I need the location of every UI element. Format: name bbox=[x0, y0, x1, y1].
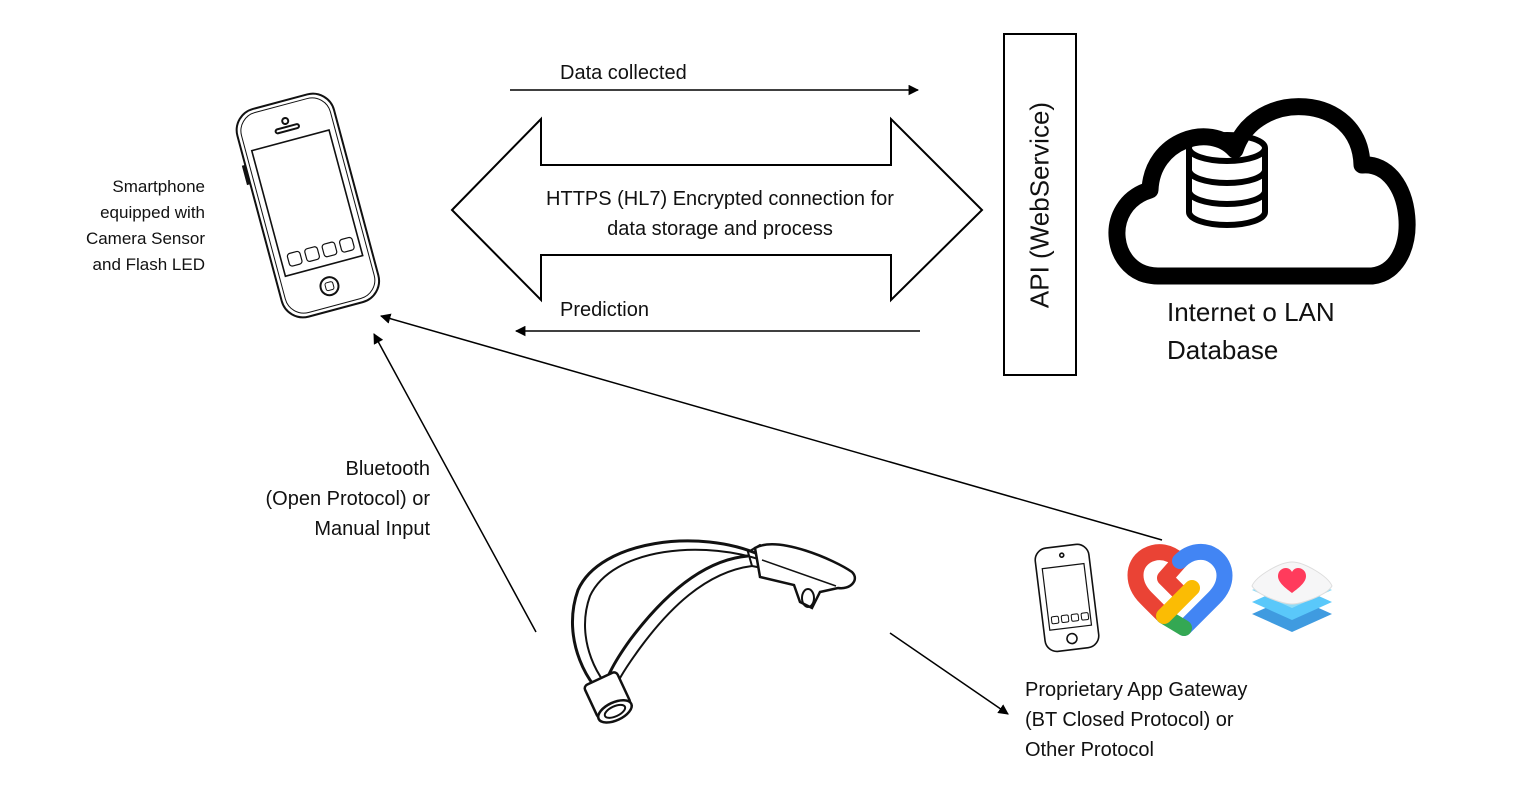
cloud-label-line: Internet o LAN bbox=[1167, 297, 1335, 327]
api-webservice-label: API (WebService) bbox=[1024, 101, 1055, 308]
sensor-to-gateway-arrow bbox=[889, 632, 1009, 715]
cloud-label-line: Database bbox=[1167, 335, 1279, 365]
smartphone-label-line: Smartphone bbox=[112, 177, 205, 196]
bluetooth-label-line: Manual Input bbox=[314, 518, 430, 540]
bluetooth-label-line: (Open Protocol) or bbox=[265, 488, 430, 510]
smartphone-label: Smartphone equipped with Camera Sensor a… bbox=[60, 174, 205, 278]
gateway-label: Proprietary App Gateway (BT Closed Proto… bbox=[1025, 675, 1247, 765]
data-collected-label: Data collected bbox=[560, 62, 687, 84]
https-connection-label: HTTPS (HL7) Encrypted connection for dat… bbox=[490, 184, 950, 244]
api-webservice-box: API (WebService) bbox=[1003, 33, 1077, 376]
gateway-label-line: Proprietary App Gateway bbox=[1025, 679, 1248, 701]
small-smartphone-icon bbox=[1034, 543, 1100, 653]
smartphone-label-line: and Flash LED bbox=[92, 255, 205, 274]
bluetooth-label-line: Bluetooth bbox=[345, 458, 430, 480]
https-label-line: data storage and process bbox=[607, 218, 833, 240]
pulse-oximeter-sensor-icon bbox=[571, 539, 857, 724]
gateway-label-line: Other Protocol bbox=[1025, 739, 1154, 761]
cloud-database-label: Internet o LAN Database bbox=[1167, 293, 1335, 369]
https-double-arrow bbox=[450, 116, 984, 303]
gateway-to-phone-arrow bbox=[379, 313, 1163, 541]
bluetooth-label: Bluetooth (Open Protocol) or Manual Inpu… bbox=[215, 454, 430, 544]
apple-health-icon bbox=[1251, 561, 1333, 632]
bluetooth-arrow bbox=[373, 333, 537, 633]
smartphone-label-line: equipped with bbox=[100, 203, 205, 222]
cloud-database-icon bbox=[1108, 98, 1416, 285]
smartphone-label-line: Camera Sensor bbox=[85, 229, 205, 248]
gateway-label-line: (BT Closed Protocol) or bbox=[1025, 709, 1234, 731]
https-label-line: HTTPS (HL7) Encrypted connection for bbox=[546, 188, 894, 210]
google-fit-heart-icon bbox=[1127, 543, 1233, 636]
smartphone-icon bbox=[235, 92, 381, 319]
prediction-label: Prediction bbox=[560, 299, 649, 321]
